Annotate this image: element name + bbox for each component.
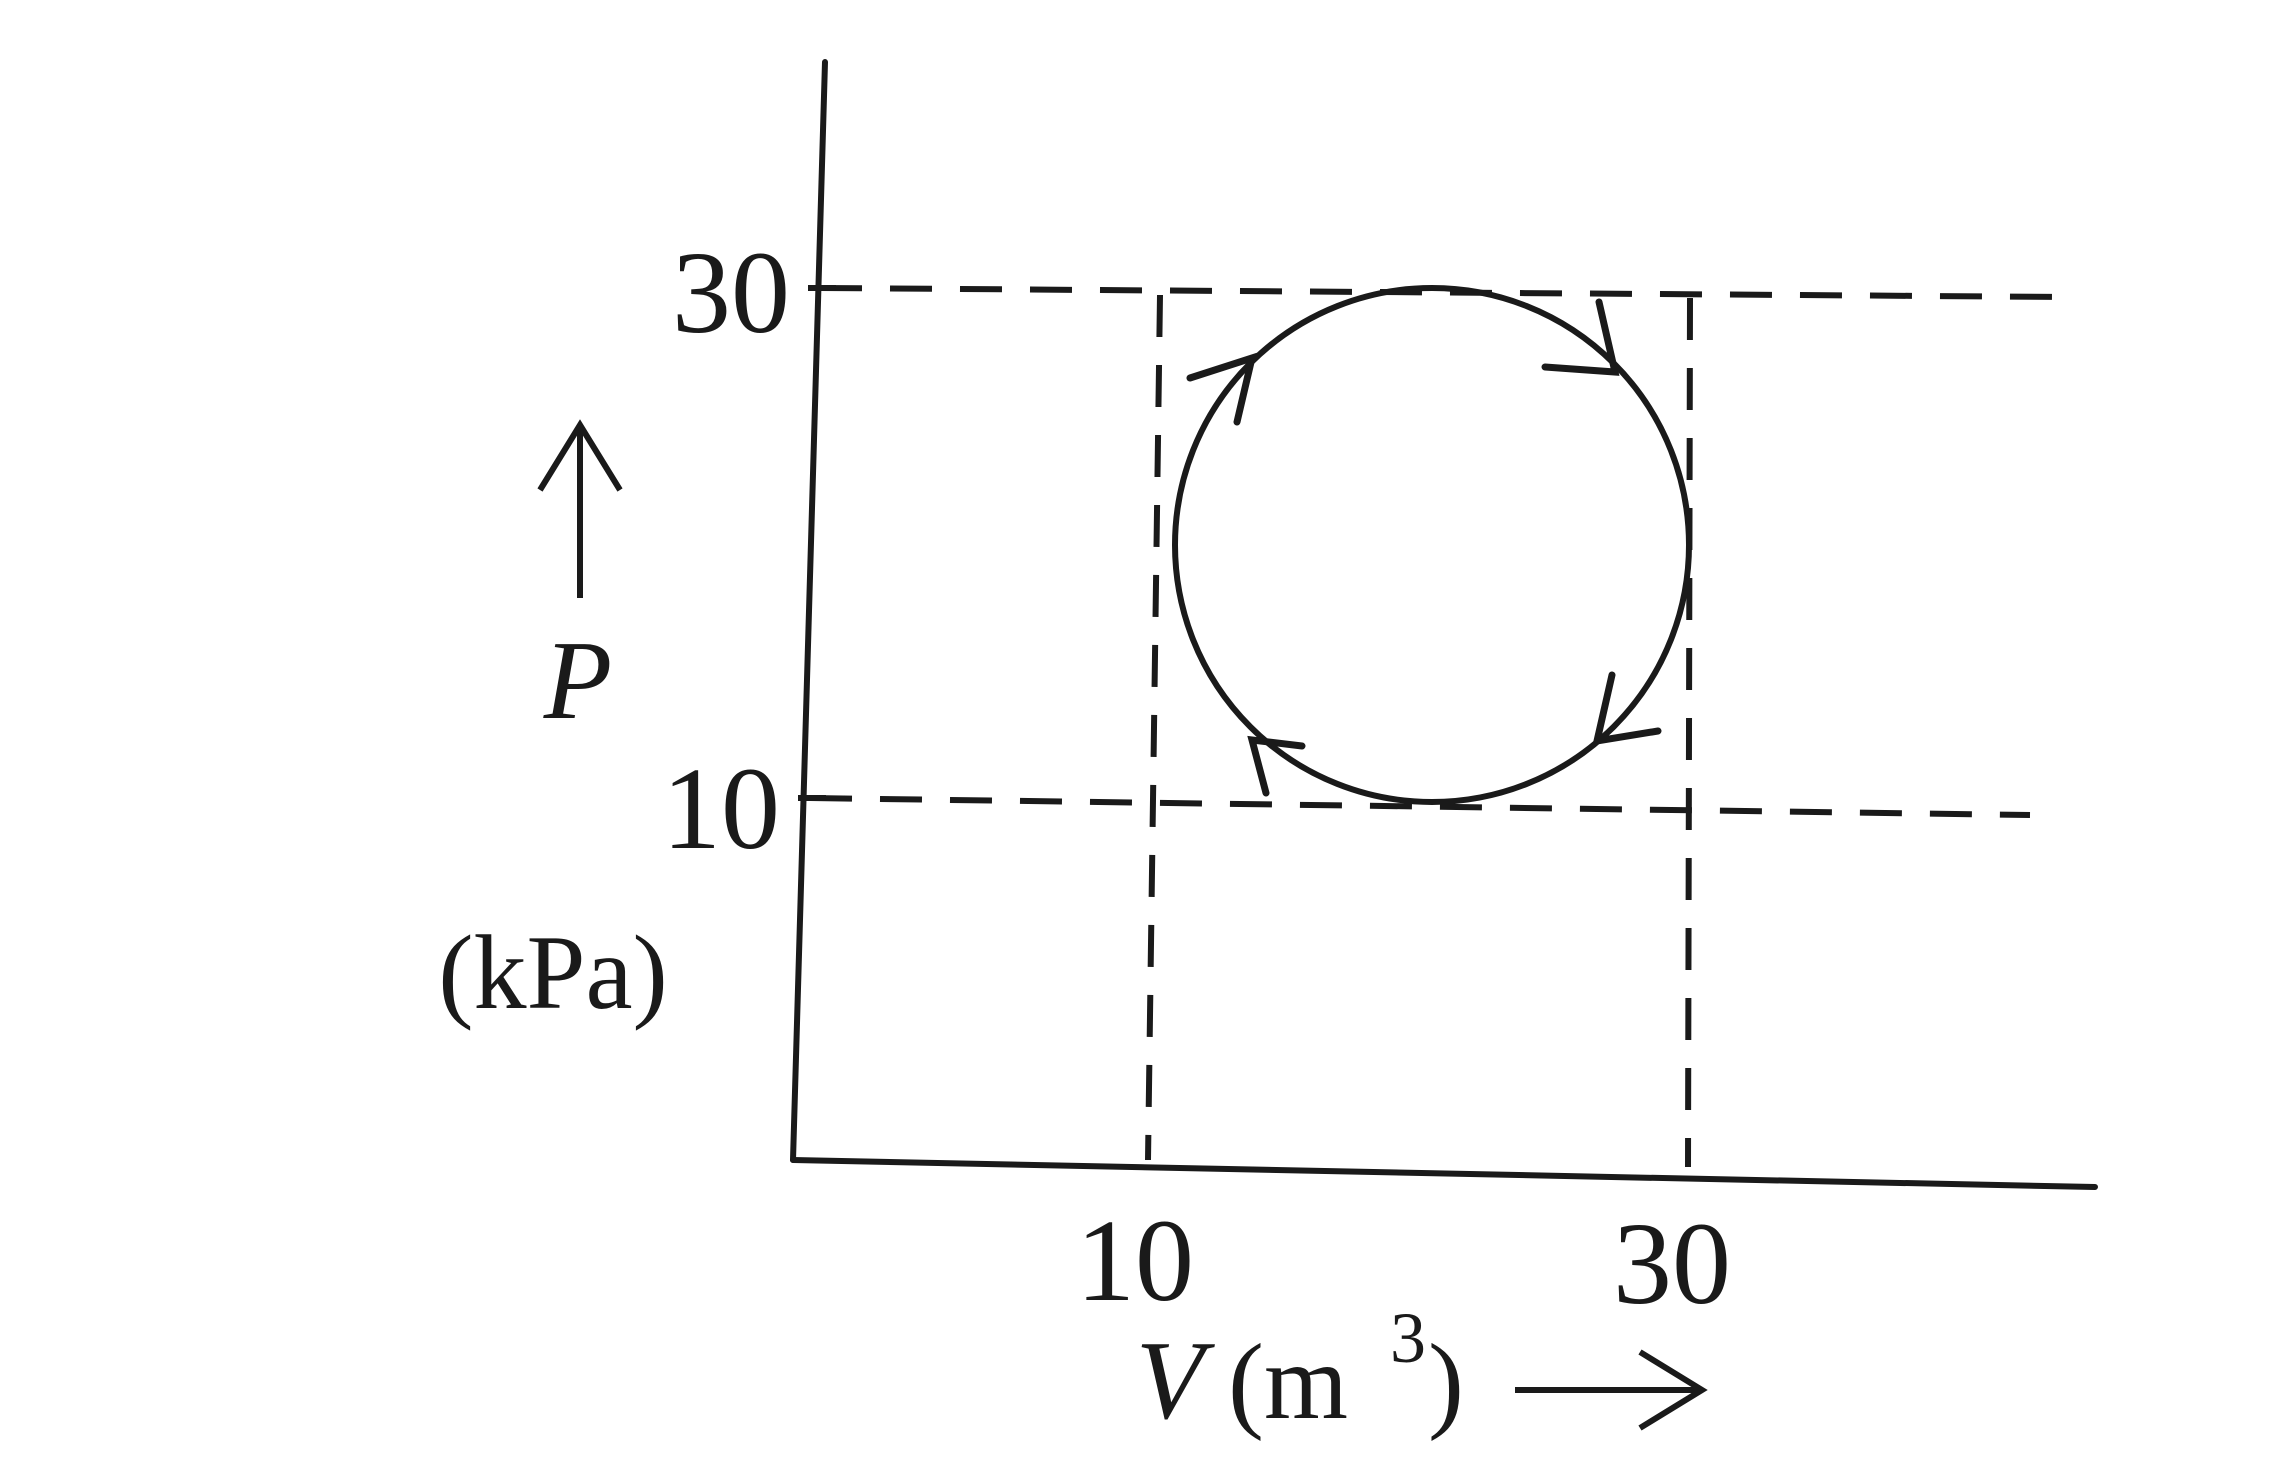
x-axis xyxy=(790,1157,2098,1190)
x-label-unit-exp: 3 xyxy=(1390,1298,1426,1378)
guide-p10 xyxy=(809,795,2031,818)
x-tick-30: 30 xyxy=(1613,1198,1731,1329)
arrow-upper-right-icon xyxy=(1541,298,1620,376)
x-label-unit-open: (m xyxy=(1228,1323,1348,1442)
x-tick-10: 10 xyxy=(1076,1195,1194,1326)
x-label-unit-close: ) xyxy=(1428,1323,1464,1442)
y-tick-30: 30 xyxy=(672,227,790,358)
axes xyxy=(790,59,2098,1190)
guide-v30 xyxy=(1685,297,1693,1168)
y-arrow-head-icon xyxy=(537,419,623,492)
arrow-lower-right-icon xyxy=(1592,671,1662,746)
guide-v10 xyxy=(1145,294,1163,1161)
x-axis-label: V (m 3 ) xyxy=(1136,1298,1708,1443)
y-label-symbol: P xyxy=(543,619,612,743)
y-tick-10: 10 xyxy=(662,743,780,874)
cycle-circle xyxy=(1172,285,1692,805)
x-label-symbol: V xyxy=(1136,1319,1216,1443)
y-label-unit: (kPa) xyxy=(438,914,668,1031)
y-axis xyxy=(790,59,828,1163)
arrow-lower-left-icon xyxy=(1247,735,1306,797)
x-arrow-head-icon xyxy=(1638,1349,1708,1431)
guide-lines xyxy=(809,285,2071,1168)
y-axis-label: P (kPa) xyxy=(438,419,668,1031)
arrow-upper-left-icon xyxy=(1186,352,1257,426)
tick-marks xyxy=(798,285,836,801)
cycle-arrows xyxy=(1186,298,1662,797)
